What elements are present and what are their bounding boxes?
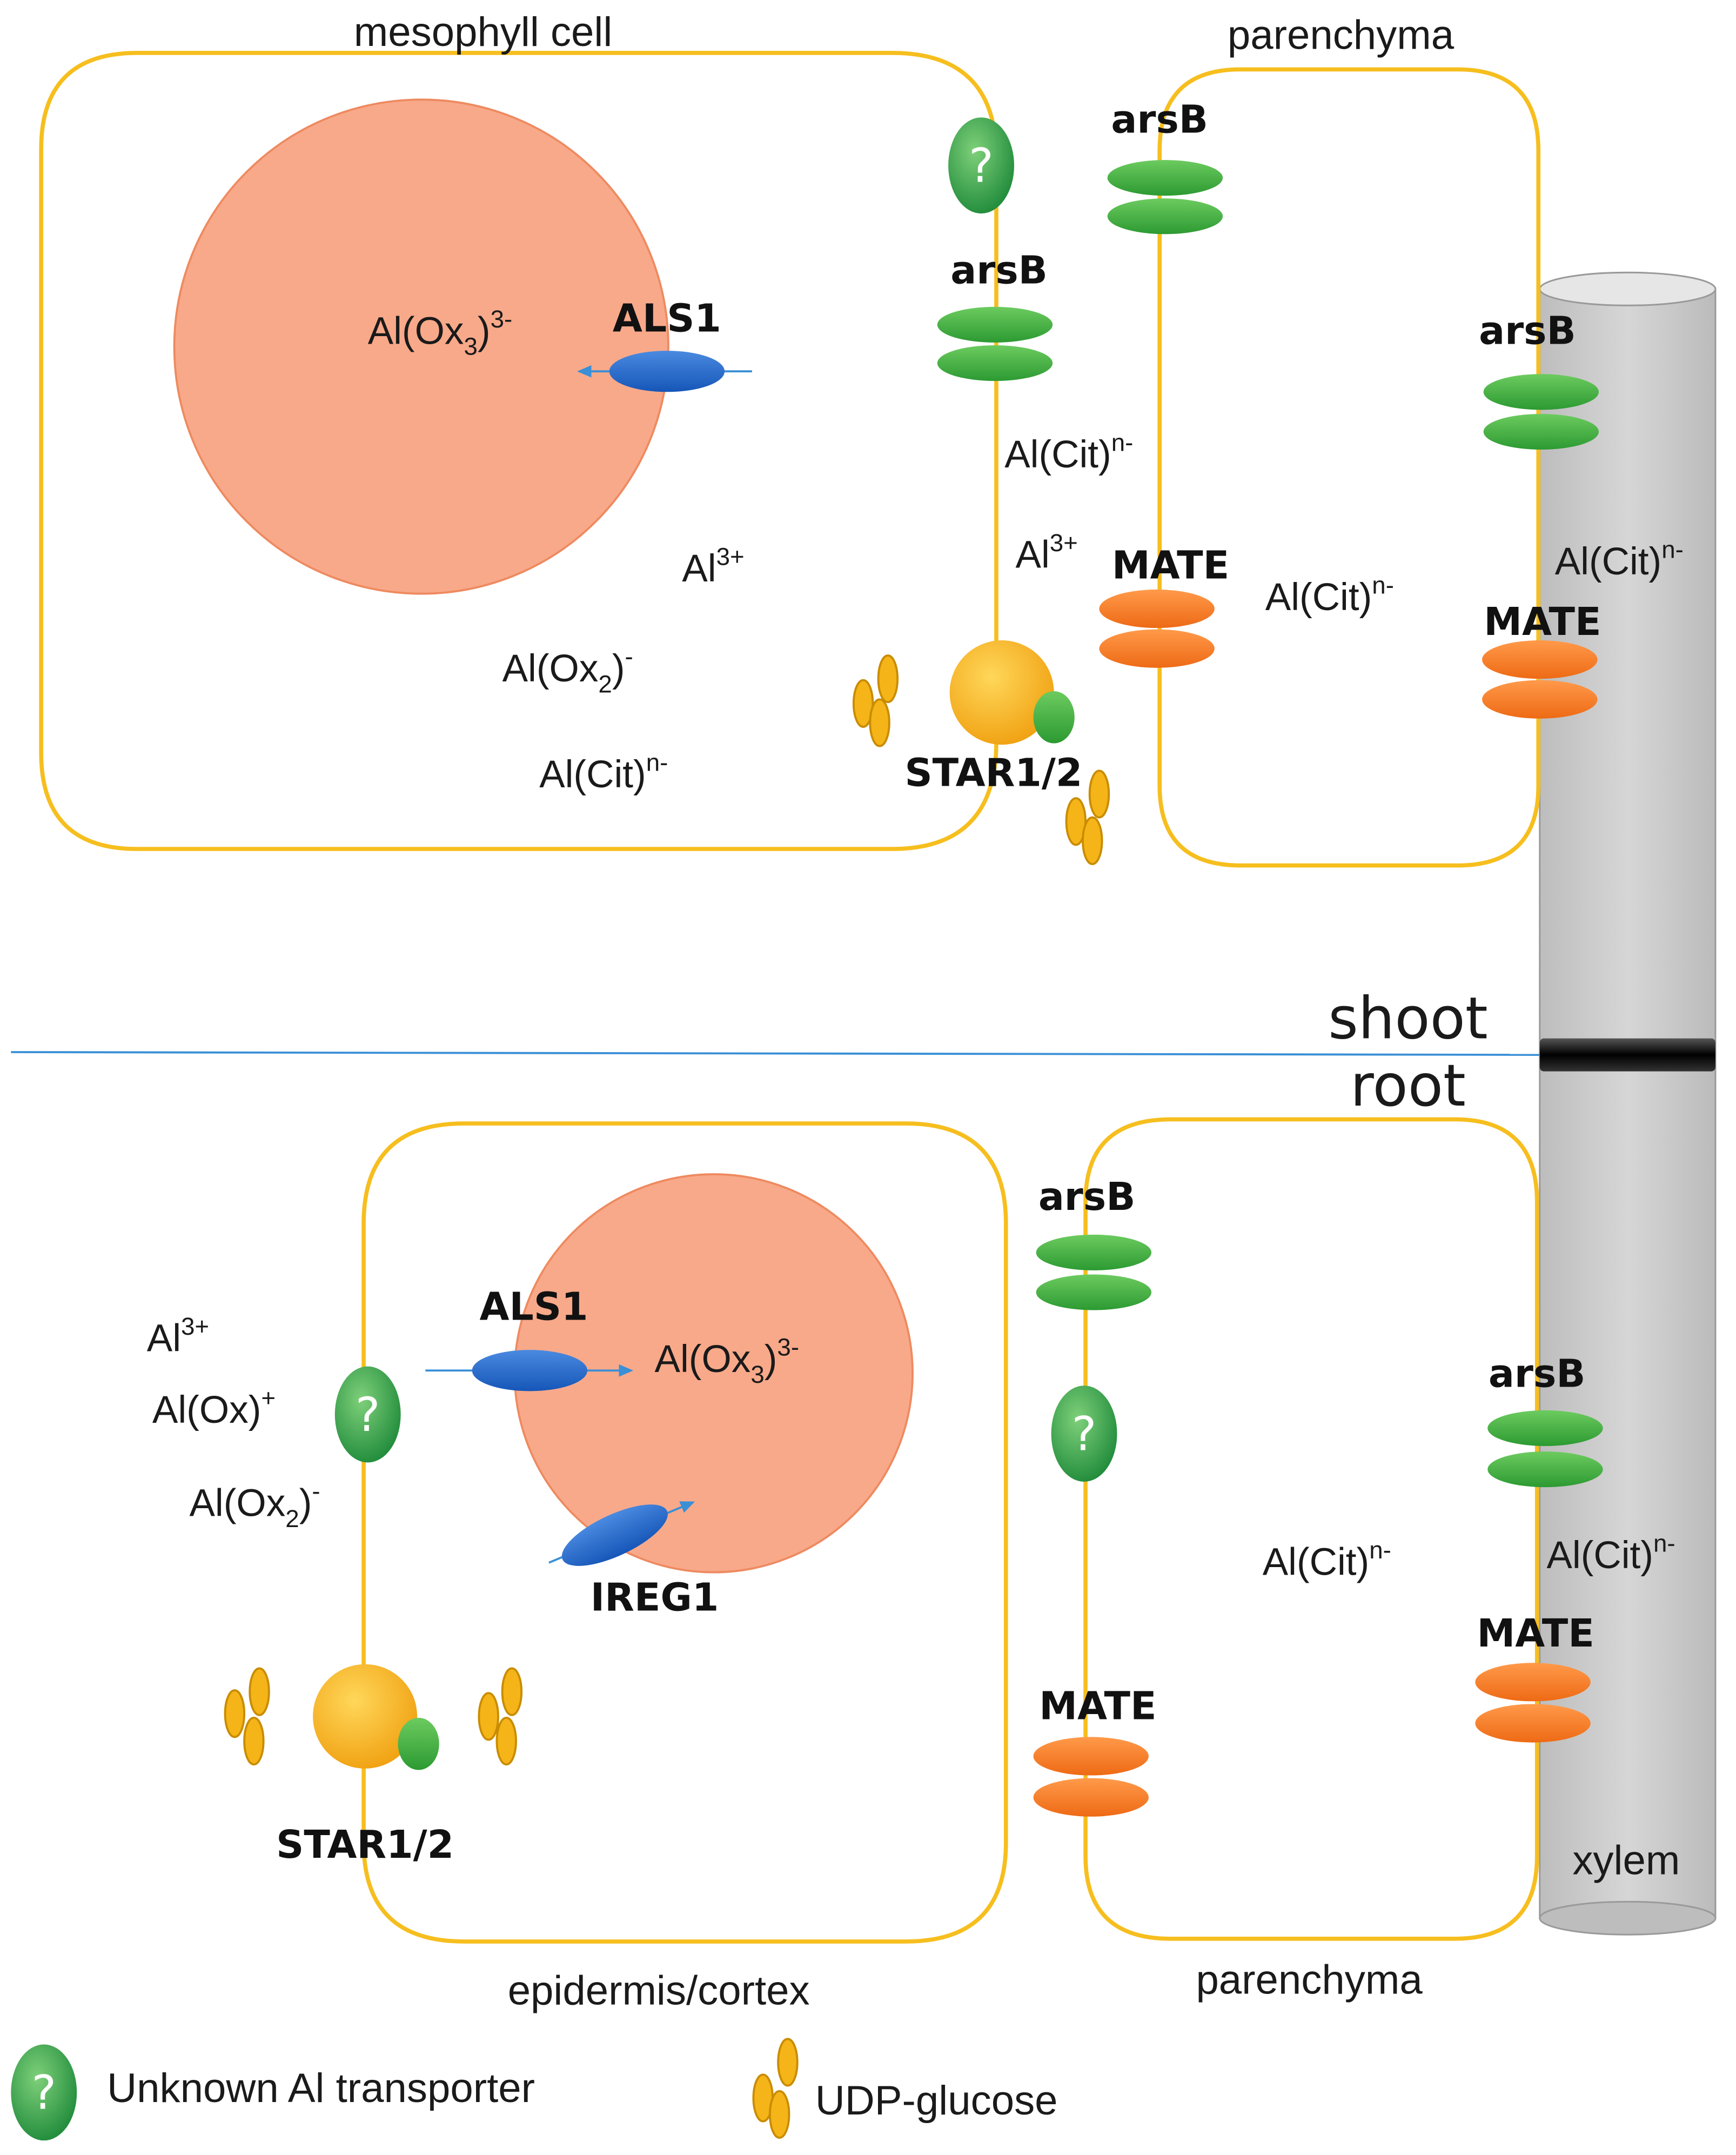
root-parenchyma-unknown-icon: ? [1072,1408,1097,1462]
legend-triple-oval-icon [752,2038,799,2139]
shoot-al-ox2-cytosol: Al(Ox2)- [502,643,633,698]
root-parenchyma-al-cit: Al(Cit)n- [1263,1536,1391,1583]
shoot-al-cit-cytosol: Al(Cit)n- [539,748,668,795]
root-parenchyma-mate-label: MATE [1039,1683,1156,1728]
shoot-xylem-arsb-label: arsB [1479,308,1576,353]
root-star-label: STAR1/2 [276,1822,454,1867]
root-al-ox2-external: Al(Ox2)- [190,1477,320,1532]
shoot-root-divider [11,1051,1540,1056]
legend-unknown-transporter: ? Unknown Al transporter [11,2044,535,2141]
shoot-mesophyll-arsb-label: arsB [950,248,1048,293]
xylem-label: xylem [1572,1837,1680,1883]
shoot-xylem-mate [1482,640,1598,719]
shoot-parenchyma-al-cit: Al(Cit)n- [1265,572,1394,619]
root-parenchyma-unknown-transporter: ? [1051,1386,1117,1482]
shoot-parenchyma-arsb-label: arsB [1111,97,1208,142]
root-al3-external: Al3+ [147,1313,209,1360]
shoot-als1-label: ALS1 [613,296,721,341]
xylem-vessel [1539,271,1717,1936]
shoot-udp-glucose-icon-left [852,654,899,747]
shoot-parenchyma-title: parenchyma [1228,12,1455,58]
shoot-xylem-mate-label: MATE [1484,599,1601,644]
shoot-xylem-arsb [1483,374,1599,450]
legend-udp-label: UDP-glucose [815,2078,1058,2124]
shoot-parenchyma-mate [1099,590,1215,668]
shoot-vacuole-al-ox3: Al(Ox3)3- [368,305,513,360]
shoot-star-transporter [949,640,1075,745]
legend-unknown-icon-glyph: ? [31,2066,56,2120]
legend-question-oval-icon [11,2044,77,2141]
root-xylem-arsb [1487,1410,1603,1488]
legend-udp-glucose: UDP-glucose [752,2038,1058,2139]
shoot-star-label: STAR1/2 [904,750,1082,795]
ireg1-label: IREG1 [591,1575,719,1620]
root-als1-transporter [472,1350,588,1391]
root-xylem-mate-label: MATE [1477,1611,1594,1656]
shoot-unknown-transporter: ? [948,117,1015,214]
root-epidermis-unknown-transporter: ? [334,1366,401,1463]
root-parenchyma-title: parenchyma [1196,1957,1423,2003]
root-vacuole-al-ox3: Al(Ox3)3- [655,1333,800,1388]
root-parenchyma-arsb-label: arsB [1038,1174,1136,1219]
shoot-als1-transporter [609,351,725,392]
root-label: root [1350,1053,1466,1120]
root-udp-glucose-icon-right [478,1667,523,1766]
root-xylem-mate [1475,1663,1591,1743]
root-al-ox-external: Al(Ox)+ [152,1384,276,1431]
shoot-al-cit-apoplast: Al(Cit)n- [1004,429,1133,476]
mesophyll-cell-title: mesophyll cell [354,9,612,55]
shoot-label: shoot [1328,986,1488,1053]
root-xylem-al-cit: Al(Cit)n- [1546,1530,1675,1577]
ireg1-transporter [561,1504,668,1566]
shoot-mesophyll-arsb [937,306,1053,381]
mesophyll-cell-membrane [39,51,998,851]
root-parenchyma-mate [1033,1737,1149,1817]
root-als1-label: ALS1 [480,1284,588,1329]
legend-unknown-label: Unknown Al transporter [107,2065,535,2111]
shoot-parenchyma-arsb [1107,160,1223,235]
shoot-al3-cytosol: Al3+ [682,543,744,590]
shoot-udp-glucose-icon-right [1065,769,1110,865]
shoot-parenchyma-mate-label: MATE [1112,543,1229,588]
shoot-xylem-al-cit: Al(Cit)n- [1555,536,1684,583]
shoot-al3-apoplast: Al3+ [1016,529,1078,576]
root-parenchyma-membrane [1083,1117,1539,1941]
epidermis-cortex-title: epidermis/cortex [508,1968,810,2014]
shoot-parenchyma-membrane [1157,67,1541,868]
root-star-transporter [313,1664,439,1770]
shoot-unknown-icon: ? [969,139,994,193]
shoot-vacuole [173,98,669,595]
root-xylem-arsb-label: arsB [1489,1351,1586,1396]
root-parenchyma-arsb [1036,1234,1151,1310]
root-udp-glucose-icon-left [224,1667,270,1766]
root-epidermis-unknown-icon: ? [356,1388,380,1442]
epidermis-cortex-membrane [361,1121,1008,1944]
shoot-root-junction [1539,1038,1715,1072]
